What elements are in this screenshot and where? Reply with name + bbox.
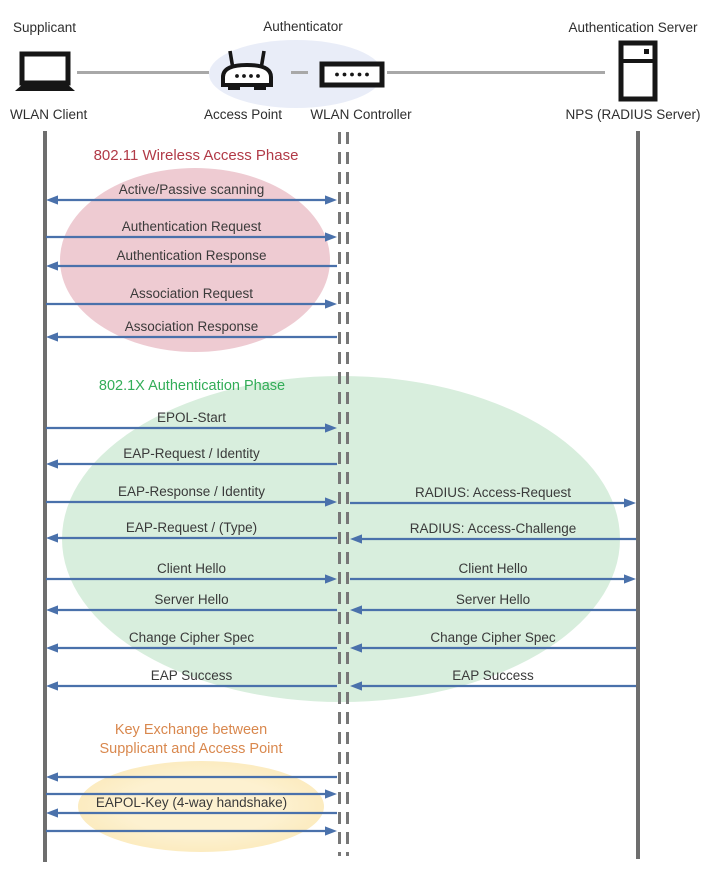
message-label: Server Hello bbox=[154, 592, 229, 607]
arrowhead bbox=[46, 605, 58, 615]
arrowhead bbox=[325, 195, 337, 205]
arrowhead bbox=[46, 681, 58, 691]
supplicant-role-label: Supplicant bbox=[13, 20, 77, 35]
phase3-title-line1: Key Exchange between bbox=[114, 722, 268, 738]
message-label: Client Hello bbox=[156, 561, 227, 576]
controller-lifeline-left bbox=[337, 132, 341, 856]
nps-radius-server-label: NPS (RADIUS Server) bbox=[565, 107, 701, 122]
message-label: Association Request bbox=[129, 286, 254, 301]
message-label: Change Cipher Spec bbox=[430, 630, 556, 645]
arrowhead bbox=[46, 459, 58, 469]
message-label: EAP Success bbox=[452, 668, 534, 683]
message-label: Server Hello bbox=[455, 592, 531, 607]
message-label: Authentication Response bbox=[116, 248, 267, 263]
message-label: RADIUS: Access-Request bbox=[414, 485, 572, 500]
connector-ap-controller bbox=[291, 71, 308, 74]
phase3-title-line2: Supplicant and Access Point bbox=[99, 741, 283, 757]
arrowhead bbox=[46, 643, 58, 653]
message-label: EAP-Request / (Type) bbox=[125, 520, 258, 535]
server-icon bbox=[618, 40, 658, 102]
message-label: EAP-Request / Identity bbox=[123, 446, 260, 461]
laptop-icon bbox=[15, 51, 75, 91]
controller-lifeline-right bbox=[346, 132, 350, 856]
message-label: Active/Passive scanning bbox=[118, 182, 265, 197]
arrowhead bbox=[624, 498, 636, 508]
connector-client-ap bbox=[77, 71, 209, 74]
arrowhead bbox=[46, 195, 58, 205]
supplicant-lifeline bbox=[43, 131, 47, 862]
message-label: EAPOL-Key (4-way handshake) bbox=[95, 795, 288, 810]
phase1-title: 802.11 Wireless Access Phase bbox=[93, 147, 299, 164]
server-lifeline bbox=[636, 131, 640, 859]
arrowhead bbox=[624, 574, 636, 584]
authenticator-role-label: Authenticator bbox=[263, 19, 343, 34]
phase1-ellipse bbox=[60, 168, 330, 352]
arrowhead bbox=[46, 808, 58, 818]
message-label: EPOL-Start bbox=[156, 410, 227, 425]
arrowhead bbox=[325, 826, 337, 836]
message-label: RADIUS: Access-Challenge bbox=[409, 521, 577, 536]
message-label: Association Response bbox=[124, 319, 259, 334]
message-label: EAP Success bbox=[150, 668, 233, 683]
phase3-title: Key Exchange between Supplicant and Acce… bbox=[100, 721, 283, 759]
auth-server-role-label: Authentication Server bbox=[568, 20, 698, 35]
message-label: Authentication Request bbox=[121, 219, 262, 234]
phase2-ellipse bbox=[62, 376, 620, 702]
message-label: Change Cipher Spec bbox=[128, 630, 255, 645]
message-label: Client Hello bbox=[458, 561, 528, 576]
arrowhead bbox=[325, 299, 337, 309]
access-point-icon bbox=[221, 50, 273, 90]
arrowhead bbox=[46, 332, 58, 342]
arrowhead bbox=[325, 789, 337, 799]
access-point-label: Access Point bbox=[203, 107, 283, 122]
arrowhead bbox=[46, 533, 58, 543]
wlan-controller-icon bbox=[319, 61, 385, 88]
arrowhead bbox=[46, 772, 58, 782]
phase2-title: 802.1X Authentication Phase bbox=[98, 378, 286, 394]
connector-controller-server bbox=[387, 71, 605, 74]
message-label: EAP-Response / Identity bbox=[117, 484, 266, 499]
arrowhead bbox=[46, 261, 58, 271]
wlan-client-label: WLAN Client bbox=[10, 107, 88, 122]
wlan-controller-label: WLAN Controller bbox=[310, 107, 412, 122]
